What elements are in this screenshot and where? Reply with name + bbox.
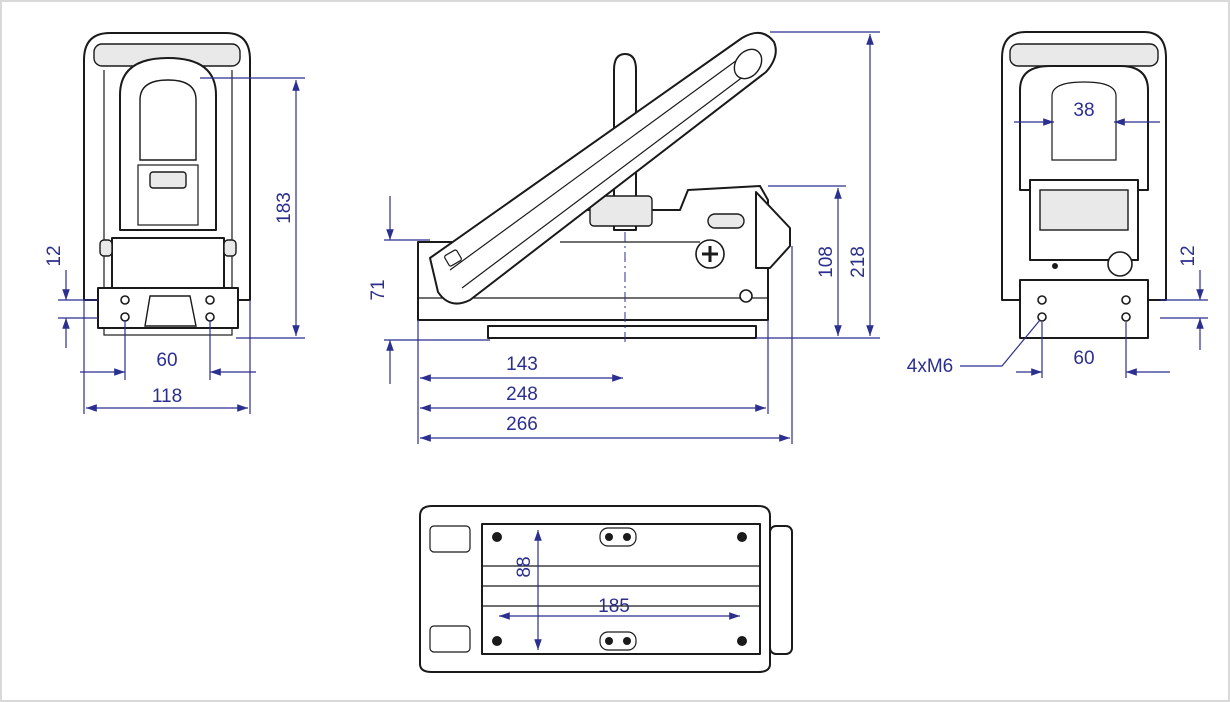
dim-bottom-hole-spacing: 185 bbox=[598, 596, 630, 617]
dim-side-body-height: 108 bbox=[816, 246, 837, 278]
dim-rear-thread-callout: 4xM6 bbox=[907, 356, 953, 377]
dim-side-body-length: 248 bbox=[506, 384, 538, 405]
front-view bbox=[83, 32, 251, 336]
rear-view bbox=[1001, 31, 1167, 339]
dim-bottom-width: 88 bbox=[514, 556, 535, 577]
dim-side-total-length: 266 bbox=[506, 414, 538, 435]
dim-front-hole-spacing: 60 bbox=[156, 350, 177, 371]
dim-front-offset: 12 bbox=[44, 245, 65, 266]
dim-side-total-height: 218 bbox=[848, 246, 869, 278]
dim-rear-hole-spacing: 60 bbox=[1073, 348, 1094, 369]
dim-rear-inner-width: 38 bbox=[1073, 100, 1094, 121]
side-view bbox=[417, 31, 791, 346]
dim-side-base-height: 71 bbox=[368, 279, 389, 300]
dim-front-width: 118 bbox=[152, 386, 182, 407]
dim-side-handle-pos: 143 bbox=[506, 354, 538, 375]
dim-rear-offset: 12 bbox=[1178, 245, 1199, 266]
bottom-view bbox=[419, 505, 793, 673]
dim-front-height: 183 bbox=[274, 192, 295, 224]
dimensions: 183 12 60 118 71 108 218 143 248 266 38 bbox=[44, 31, 1208, 650]
